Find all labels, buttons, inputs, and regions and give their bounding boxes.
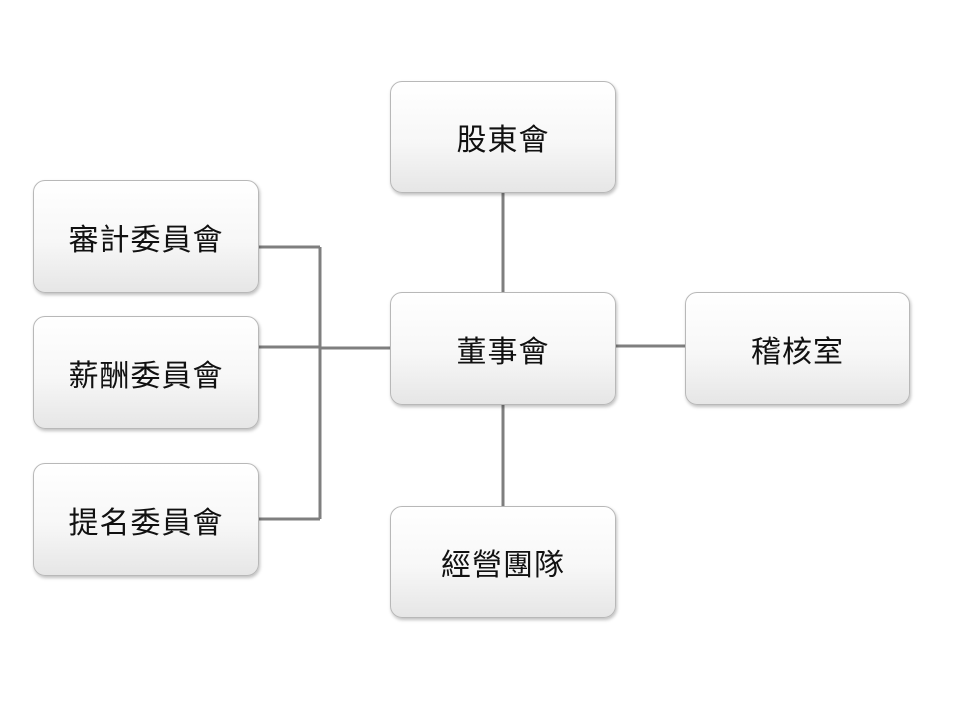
node-management-label: 經營團隊: [441, 548, 565, 583]
node-board: 董事會: [390, 292, 616, 405]
node-internal-audit-label: 稽核室: [751, 334, 844, 370]
node-compensation-committee: 薪酬委員會: [33, 316, 259, 429]
node-board-label: 董事會: [456, 334, 550, 370]
node-shareholders: 股東會: [390, 81, 616, 193]
node-audit-committee: 審計委員會: [33, 180, 259, 293]
node-shareholders-label: 股東會: [456, 123, 550, 158]
node-management: 經營團隊: [390, 506, 616, 618]
node-nomination-committee: 提名委員會: [33, 463, 259, 576]
node-audit-committee-label: 審計委員會: [68, 222, 224, 258]
node-nomination-committee-label: 提名委員會: [68, 505, 224, 541]
node-internal-audit: 稽核室: [685, 292, 910, 405]
node-compensation-committee-label: 薪酬委員會: [68, 358, 224, 394]
